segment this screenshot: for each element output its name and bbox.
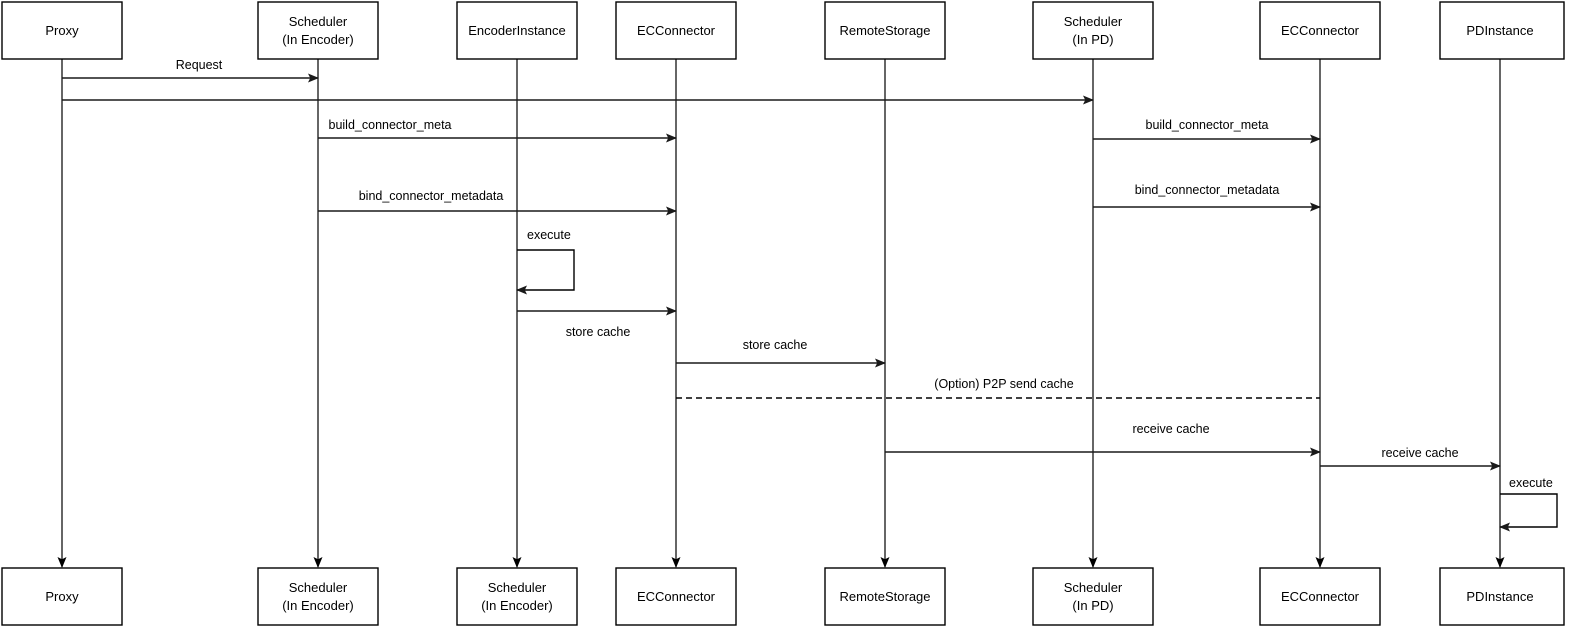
participant-box-rect bbox=[1439, 567, 1565, 626]
self-message-loop-s1[interactable] bbox=[516, 249, 575, 295]
participant-box-rect bbox=[1439, 1, 1565, 60]
participant-header-remotestore[interactable]: RemoteStorage bbox=[824, 1, 946, 60]
participant-label-line1: Scheduler bbox=[1064, 580, 1123, 595]
participant-box-rect bbox=[1259, 567, 1381, 626]
self-messages-layer: execute execute bbox=[516, 228, 1558, 532]
participant-box-rect bbox=[257, 1, 379, 60]
participant-header-enc_inst[interactable]: EncoderInstance bbox=[456, 1, 578, 60]
self-message-label-s1: execute bbox=[527, 228, 571, 242]
participant-box-rect bbox=[1032, 567, 1154, 626]
participant-box-rect bbox=[1259, 1, 1381, 60]
participant-label-line1: RemoteStorage bbox=[839, 23, 930, 38]
participant-footer-proxy[interactable]: Proxy bbox=[1, 567, 123, 626]
participant-label-line1: EncoderInstance bbox=[468, 23, 566, 38]
self-message-label-s2: execute bbox=[1509, 476, 1553, 490]
participant-box-rect bbox=[1032, 1, 1154, 60]
participant-box-rect bbox=[1, 1, 123, 60]
participant-box-rect bbox=[824, 567, 946, 626]
participant-header-ecconn_r[interactable]: ECConnector bbox=[1259, 1, 1381, 60]
participant-label-line2: (In Encoder) bbox=[481, 598, 553, 613]
message-label-m10: receive cache bbox=[1132, 422, 1209, 436]
participant-box-rect bbox=[456, 1, 578, 60]
participant-box-rect bbox=[257, 567, 379, 626]
participant-box-rect bbox=[615, 567, 737, 626]
message-label-m7: store cache bbox=[566, 325, 631, 339]
message-label-m1: Request bbox=[176, 58, 223, 72]
participant-box-rect bbox=[456, 567, 578, 626]
participant-header-proxy[interactable]: Proxy bbox=[1, 1, 123, 60]
participant-header-pd_inst[interactable]: PDInstance bbox=[1439, 1, 1565, 60]
participant-label-line1: Scheduler bbox=[1064, 14, 1123, 29]
message-label-m5: bind_connector_metadata bbox=[359, 189, 504, 203]
participant-label-line2: (In Encoder) bbox=[282, 32, 354, 47]
participant-header-ecconn_l[interactable]: ECConnector bbox=[615, 1, 737, 60]
participant-footer-remotestore[interactable]: RemoteStorage bbox=[824, 567, 946, 626]
message-label-m11: receive cache bbox=[1381, 446, 1458, 460]
participant-label-line1: ECConnector bbox=[1281, 589, 1360, 604]
participant-label-line2: (In PD) bbox=[1072, 32, 1113, 47]
participant-label-line1: Proxy bbox=[45, 589, 79, 604]
participant-footer-enc_inst[interactable]: Scheduler (In Encoder) bbox=[456, 567, 578, 626]
participant-box-rect bbox=[615, 1, 737, 60]
lifelines-layer bbox=[57, 59, 1505, 568]
participant-label-line1: ECConnector bbox=[1281, 23, 1360, 38]
participant-header-boxes: Proxy Scheduler (In Encoder) EncoderInstanc… bbox=[1, 1, 1565, 60]
participant-footer-sched_pd[interactable]: Scheduler (In PD) bbox=[1032, 567, 1154, 626]
message-label-m4: build_connector_meta bbox=[1146, 118, 1269, 132]
participant-box-rect bbox=[824, 1, 946, 60]
participant-label-line1: Proxy bbox=[45, 23, 79, 38]
participant-label-line1: PDInstance bbox=[1466, 589, 1533, 604]
message-label-m8: store cache bbox=[743, 338, 808, 352]
participant-label-line1: RemoteStorage bbox=[839, 589, 930, 604]
participant-footer-ecconn_l[interactable]: ECConnector bbox=[615, 567, 737, 626]
participant-label-line1: Scheduler bbox=[289, 580, 348, 595]
participant-label-line2: (In Encoder) bbox=[282, 598, 354, 613]
message-label-m3: build_connector_meta bbox=[329, 118, 452, 132]
self-message-loop-s2[interactable] bbox=[1499, 493, 1558, 532]
participant-footer-boxes: Proxy Scheduler (In Encoder) Scheduler (In E… bbox=[1, 567, 1565, 626]
messages-layer: Request build_connector_meta build_connect… bbox=[62, 58, 1501, 471]
participant-footer-ecconn_r[interactable]: ECConnector bbox=[1259, 567, 1381, 626]
participant-footer-sched_enc[interactable]: Scheduler (In Encoder) bbox=[257, 567, 379, 626]
participant-label-line2: (In PD) bbox=[1072, 598, 1113, 613]
participant-header-sched_enc[interactable]: Scheduler (In Encoder) bbox=[257, 1, 379, 60]
participant-header-sched_pd[interactable]: Scheduler (In PD) bbox=[1032, 1, 1154, 60]
participant-label-line1: ECConnector bbox=[637, 589, 716, 604]
participant-box-rect bbox=[1, 567, 123, 626]
message-label-m6: bind_connector_metadata bbox=[1135, 183, 1280, 197]
participant-label-line1: ECConnector bbox=[637, 23, 716, 38]
participant-label-line1: Scheduler bbox=[488, 580, 547, 595]
participant-label-line1: Scheduler bbox=[289, 14, 348, 29]
participant-footer-pd_inst[interactable]: PDInstance bbox=[1439, 567, 1565, 626]
message-label-m9: (Option) P2P send cache bbox=[934, 377, 1073, 391]
participant-label-line1: PDInstance bbox=[1466, 23, 1533, 38]
